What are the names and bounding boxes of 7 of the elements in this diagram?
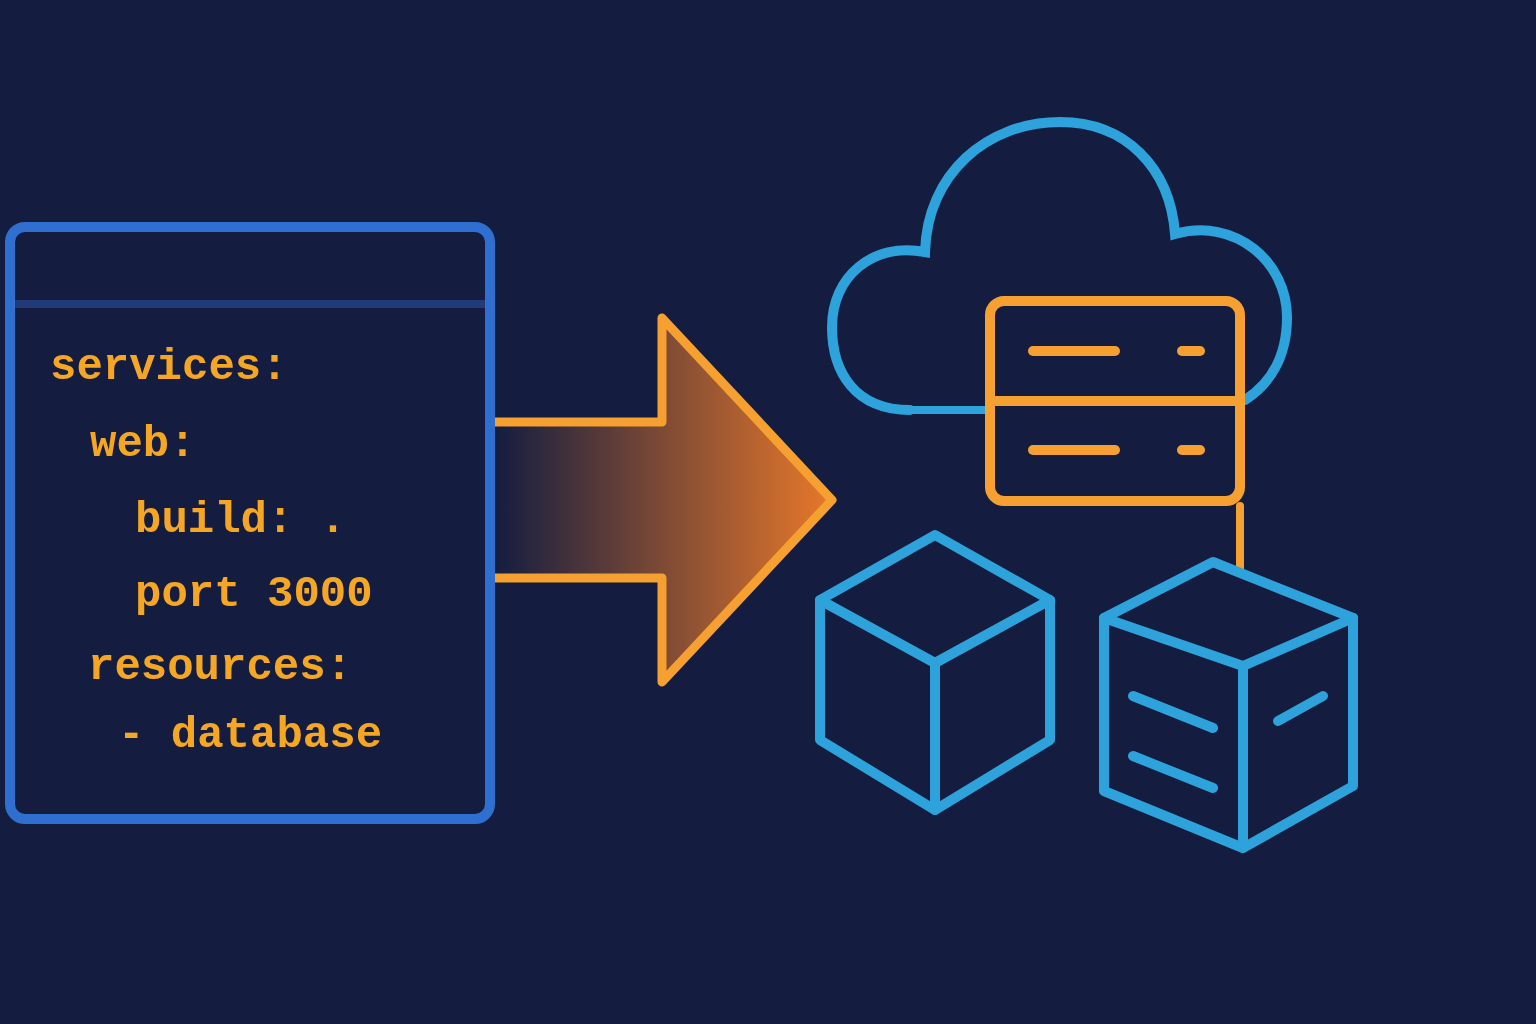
code-line: build: . [135, 498, 347, 542]
code-line: - database [118, 713, 383, 757]
code-line: resources: [88, 645, 353, 689]
code-window [5, 222, 495, 824]
code-line: web: [90, 422, 196, 466]
code-line: port 3000 [135, 572, 373, 616]
code-line: services: [50, 345, 288, 389]
